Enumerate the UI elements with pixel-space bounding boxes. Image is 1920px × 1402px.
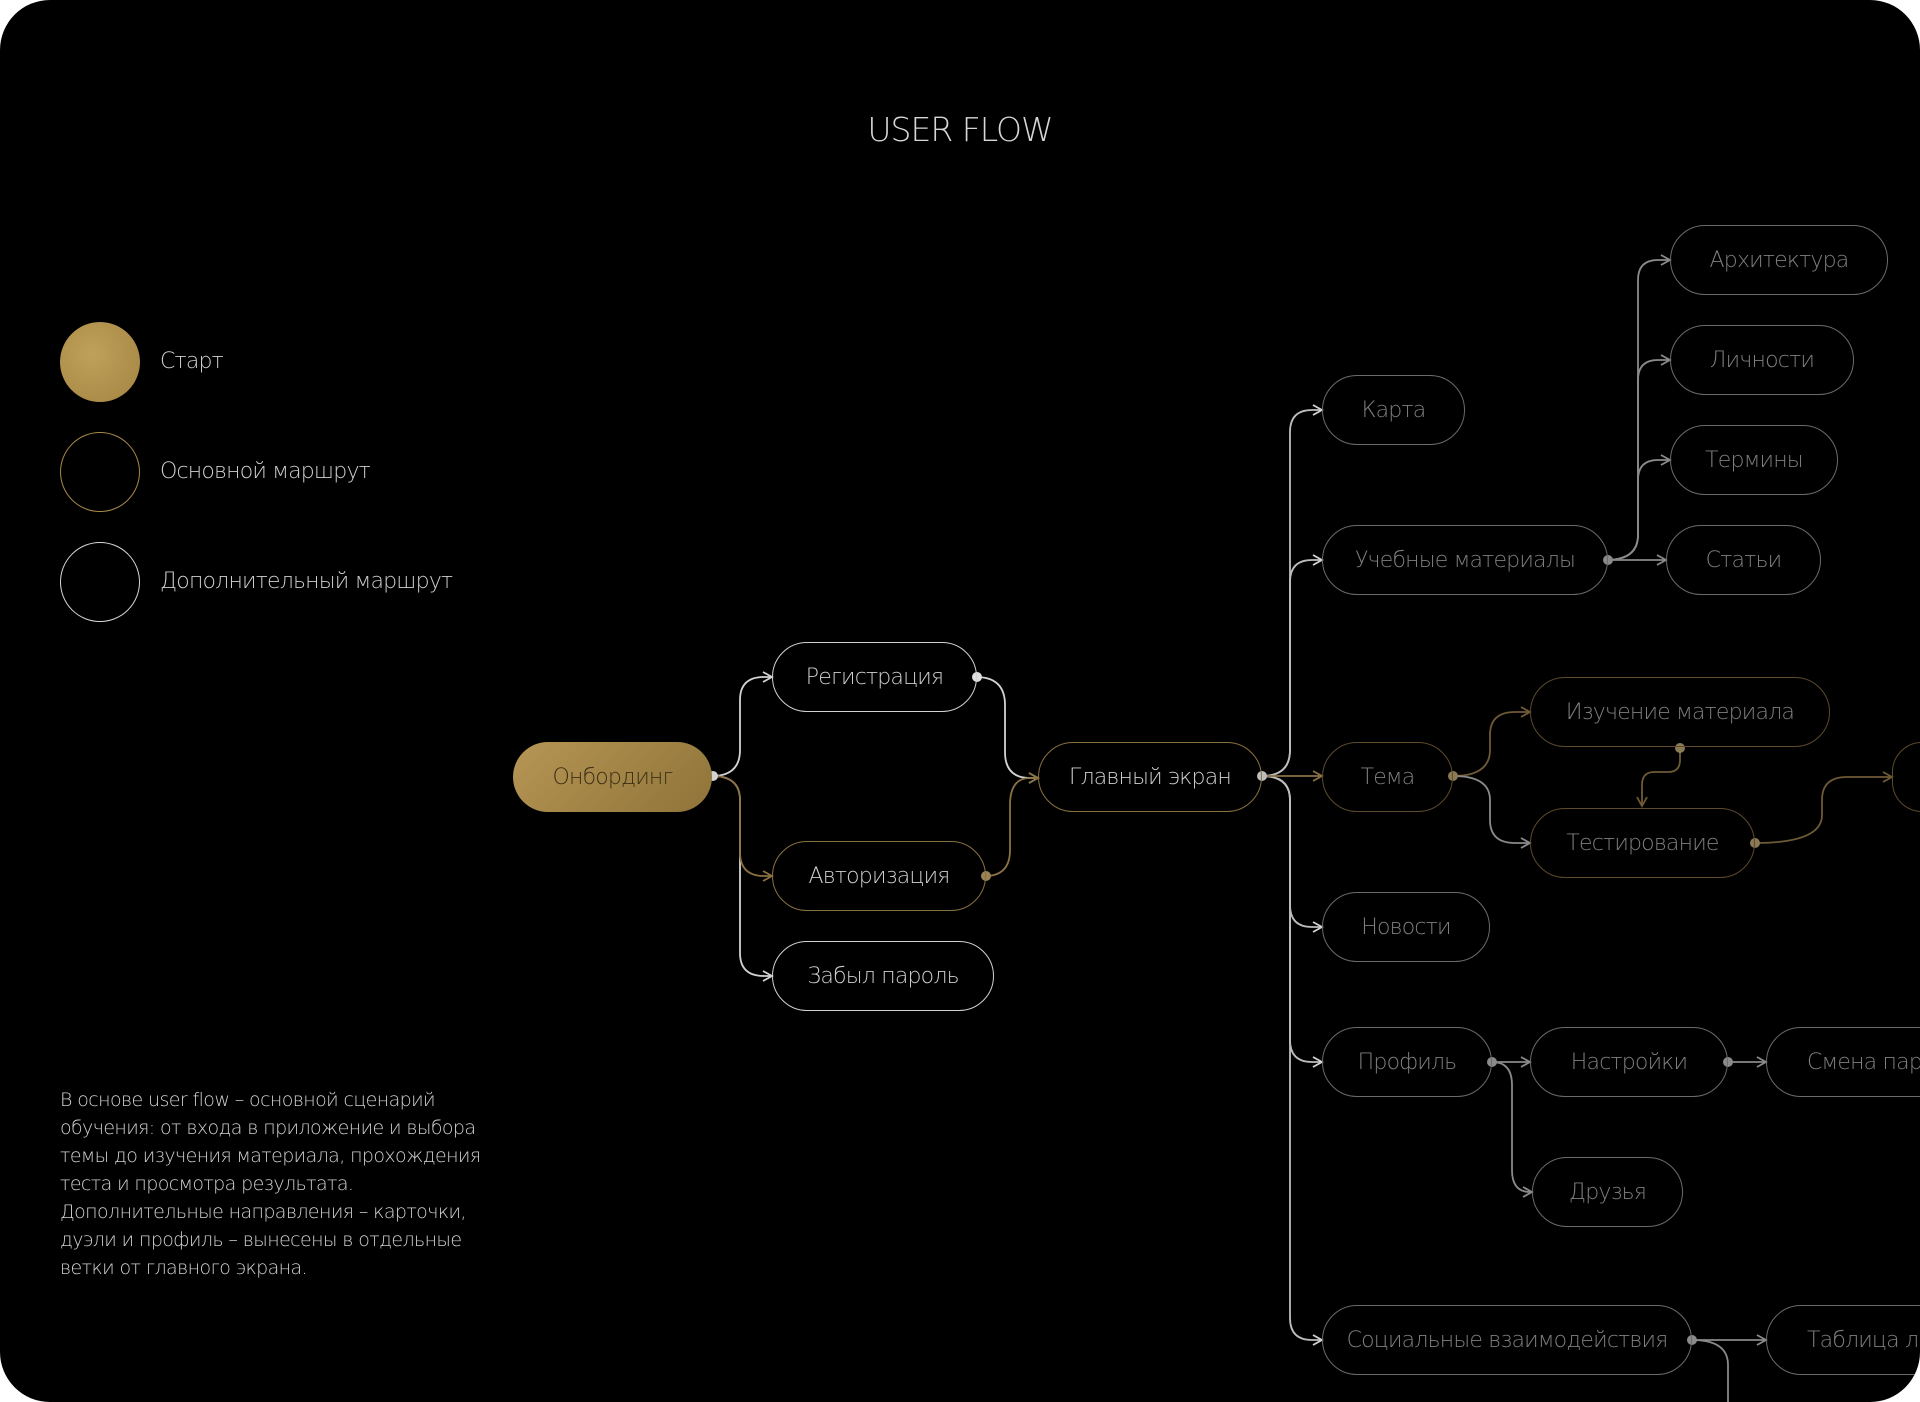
- edge-topic-testing: [1452, 775, 1532, 849]
- node-result-offscreen[interactable]: [1892, 742, 1920, 812]
- node-personalities[interactable]: Личности: [1670, 325, 1854, 395]
- legend-main-route-swatch: [60, 432, 140, 512]
- page-title: USER FLOW: [867, 110, 1053, 149]
- node-testing[interactable]: Тестирование: [1530, 808, 1755, 878]
- node-leaderboard[interactable]: Таблица лидеров: [1766, 1305, 1920, 1375]
- edge-main-news: [1261, 775, 1324, 933]
- edge-onboarding-forgot: [711, 775, 774, 982]
- legend-item-start: Старт: [60, 322, 560, 402]
- node-registration[interactable]: Регистрация: [772, 642, 977, 712]
- node-onboarding[interactable]: Онбординг: [513, 742, 712, 812]
- node-social[interactable]: Социальные взаимодействия: [1322, 1305, 1692, 1375]
- node-change-password[interactable]: Смена пароля: [1766, 1027, 1920, 1097]
- node-architecture[interactable]: Архитектура: [1670, 225, 1888, 295]
- edge-study-terms: [1605, 454, 1672, 561]
- edge-registration-main: [975, 676, 1040, 784]
- edge-study-personalities: [1605, 354, 1672, 561]
- node-articles[interactable]: Статьи: [1666, 525, 1821, 595]
- edge-main-map: [1261, 404, 1324, 777]
- edge-social-down: [1691, 1339, 1729, 1402]
- edge-onboarding-authorization: [711, 775, 774, 882]
- edge-authorization-main: [984, 772, 1040, 877]
- node-topic[interactable]: Тема: [1322, 742, 1453, 812]
- legend-item-main-route: Основной маршрут: [60, 432, 560, 512]
- edge-study-architecture: [1605, 254, 1672, 561]
- node-study-materials[interactable]: Учебные материалы: [1322, 525, 1608, 595]
- node-authorization[interactable]: Авторизация: [772, 841, 986, 911]
- node-friends[interactable]: Друзья: [1532, 1157, 1683, 1227]
- legend-extra-route-label: Дополнительный маршрут: [160, 569, 453, 594]
- node-map[interactable]: Карта: [1322, 375, 1465, 445]
- edge-main-study: [1261, 554, 1324, 777]
- legend-main-route-label: Основной маршрут: [160, 459, 371, 484]
- legend-extra-route-swatch: [60, 542, 140, 622]
- edge-study-material-testing: [1636, 748, 1681, 808]
- node-study-material[interactable]: Изучение материала: [1530, 677, 1830, 747]
- legend-start-swatch: [60, 322, 140, 402]
- node-main-screen[interactable]: Главный экран: [1038, 742, 1262, 812]
- legend-start-label: Старт: [160, 349, 224, 374]
- node-profile[interactable]: Профиль: [1322, 1027, 1492, 1097]
- edge-main-social: [1261, 775, 1324, 1346]
- edge-main-profile: [1261, 775, 1324, 1068]
- node-terms[interactable]: Термины: [1670, 425, 1838, 495]
- node-news[interactable]: Новости: [1322, 892, 1490, 962]
- edge-onboarding-registration: [711, 671, 774, 777]
- legend-item-extra-route: Дополнительный маршрут: [60, 542, 560, 622]
- edge-profile-friends: [1491, 1061, 1534, 1198]
- node-settings[interactable]: Настройки: [1530, 1027, 1728, 1097]
- edge-topic-study-material: [1452, 706, 1532, 777]
- edge-testing-result: [1754, 771, 1894, 844]
- node-forgot-password[interactable]: Забыл пароль: [772, 941, 994, 1011]
- description-text: В основе user flow – основной сценарий о…: [60, 1089, 481, 1279]
